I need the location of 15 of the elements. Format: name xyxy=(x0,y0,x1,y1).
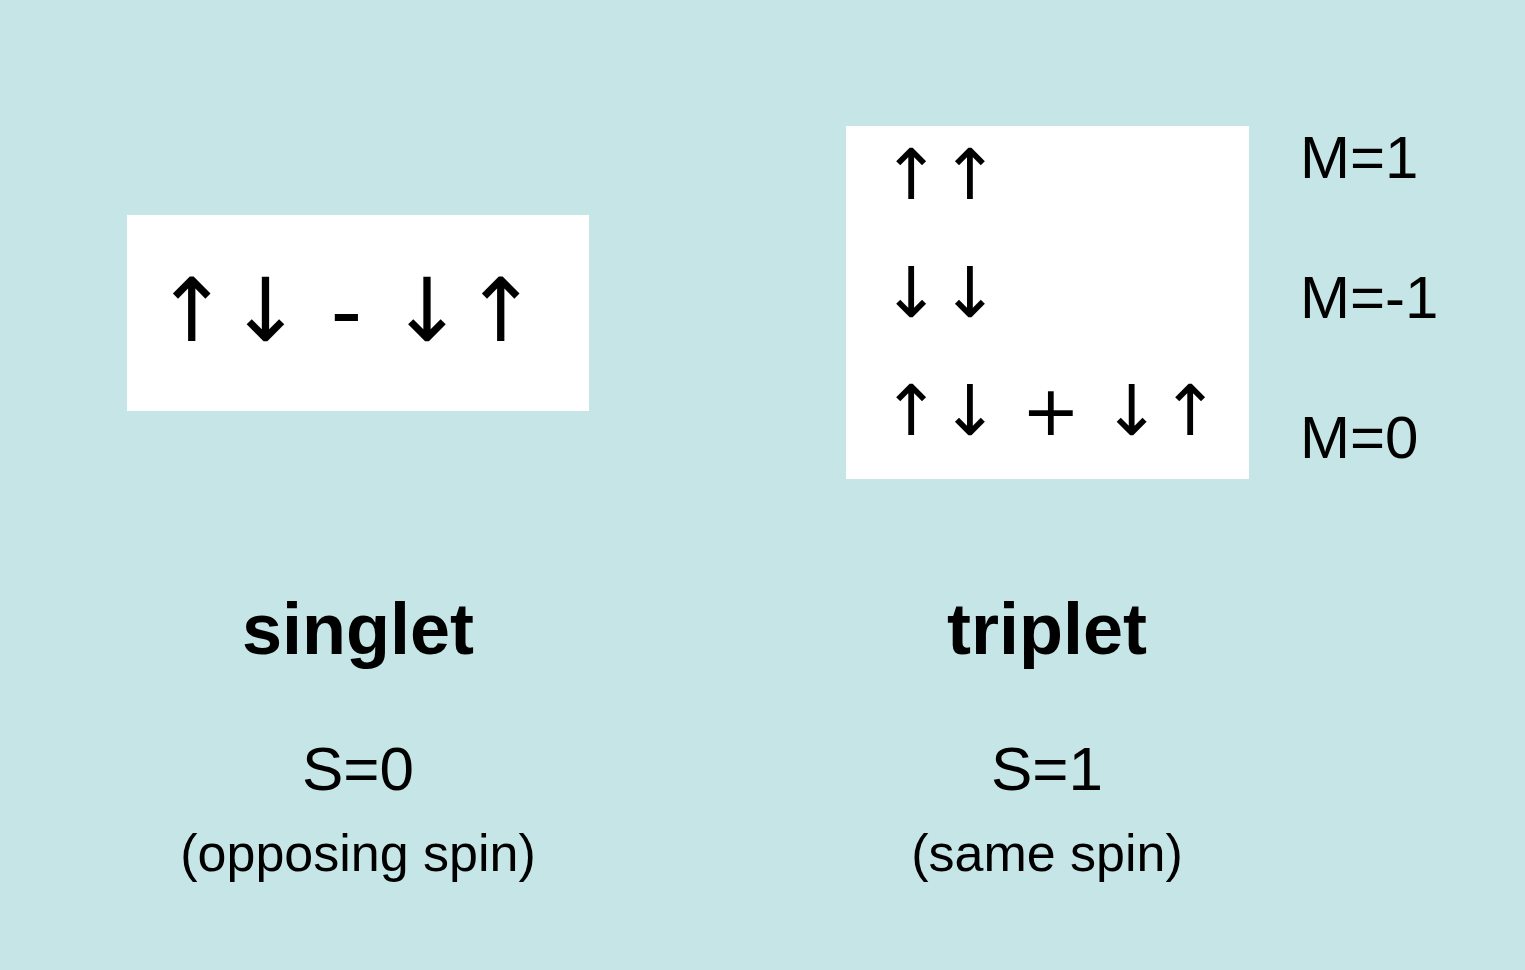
spin-state-text: ↓↓ xyxy=(882,258,1000,328)
state-heading: triplet xyxy=(947,590,1147,670)
quantum-number-label: M=-1 xyxy=(1300,268,1439,328)
state-description: (same spin) xyxy=(911,825,1183,883)
state-panel xyxy=(127,215,589,411)
state-heading: singlet xyxy=(242,590,474,670)
quantum-number-label: M=0 xyxy=(1300,408,1419,468)
quantum-number-label: M=1 xyxy=(1300,128,1419,188)
spin-state-text: ↑↓ + ↓↑ xyxy=(882,376,1220,446)
state-description: (opposing spin) xyxy=(180,825,536,883)
state-description: S=0 xyxy=(302,735,414,804)
spin-state-text: ↑↓ - ↓↑ xyxy=(155,267,538,355)
state-panel xyxy=(846,126,1249,479)
spin-state-text: ↑↑ xyxy=(882,140,1000,210)
state-description: S=1 xyxy=(991,735,1103,804)
